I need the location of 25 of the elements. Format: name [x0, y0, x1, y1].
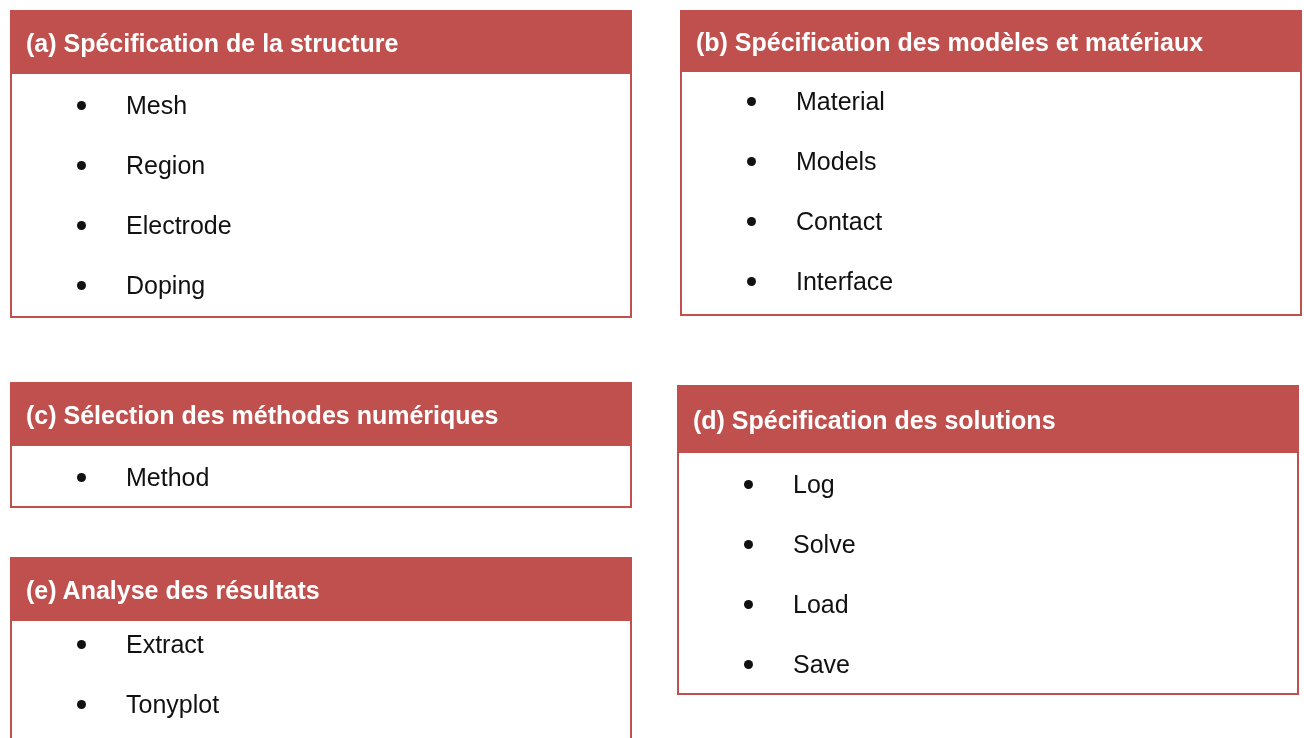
- section-panel: [680, 10, 1302, 316]
- section-panel: [10, 557, 632, 738]
- section-panel: [10, 382, 632, 508]
- panel-heading: (c) Sélection des méthodes numériques: [12, 384, 630, 446]
- panel-heading: (e) Analyse des résultats: [12, 559, 630, 621]
- list-item: Method: [126, 462, 210, 493]
- list-item: Region: [126, 150, 206, 181]
- list-item: Material: [796, 86, 885, 117]
- panel-heading: (a) Spécification de la structure: [12, 12, 630, 74]
- list-item: Extract: [126, 629, 204, 660]
- list-item: Tonyplot: [126, 689, 220, 720]
- panel-heading: (b) Spécification des modèles et matériaux: [682, 12, 1300, 72]
- list-item: Mesh: [126, 90, 188, 121]
- section-panel: [677, 385, 1299, 695]
- panel-heading: (d) Spécification des solutions: [679, 387, 1297, 453]
- list-item: Log: [793, 469, 835, 500]
- list-item: Electrode: [126, 210, 232, 241]
- list-item: Contact: [796, 206, 883, 237]
- section-panel: [10, 10, 632, 318]
- list-item: Save: [793, 649, 850, 680]
- list-item: Interface: [796, 266, 894, 297]
- list-item: Models: [796, 146, 877, 177]
- list-item: Solve: [793, 529, 856, 560]
- list-item: Load: [793, 589, 849, 620]
- list-item: Doping: [126, 270, 206, 301]
